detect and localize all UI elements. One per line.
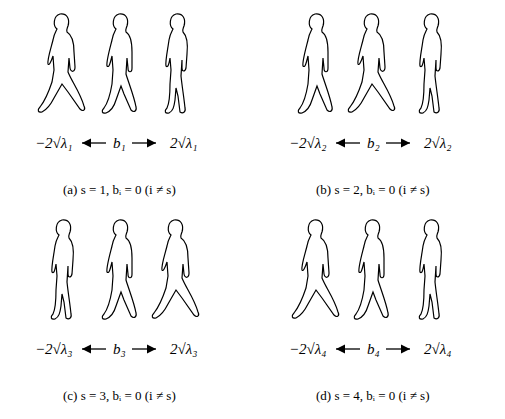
axis-min-label: −2√λ₂ [289, 135, 327, 152]
subfigure-caption: (b) s = 2, bᵢ = 0 (i ≠ s) [316, 183, 429, 197]
axis-max-label: 2√λ₃ [170, 341, 197, 358]
axis-max-label: 2√λ₂ [424, 135, 451, 152]
mode-parameter: b₂ [367, 135, 380, 152]
axis-min-label: −2√λ₃ [35, 341, 73, 358]
axis-min-label: −2√λ₁ [35, 135, 73, 152]
subfigure-caption: (d) s = 4, bᵢ = 0 (i ≠ s) [316, 389, 429, 403]
axis-min-label: −2√λ₄ [289, 341, 327, 358]
subfigure-caption: (c) s = 3, bᵢ = 0 (i ≠ s) [63, 389, 176, 403]
subfigure-caption: (a) s = 1, bᵢ = 0 (i ≠ s) [63, 183, 176, 197]
mode-parameter: b₄ [367, 341, 380, 358]
mode-parameter: b₁ [113, 135, 126, 152]
axis-max-label: 2√λ₁ [170, 135, 197, 152]
mode-parameter: b₃ [113, 341, 126, 358]
axis-max-label: 2√λ₄ [424, 341, 451, 358]
